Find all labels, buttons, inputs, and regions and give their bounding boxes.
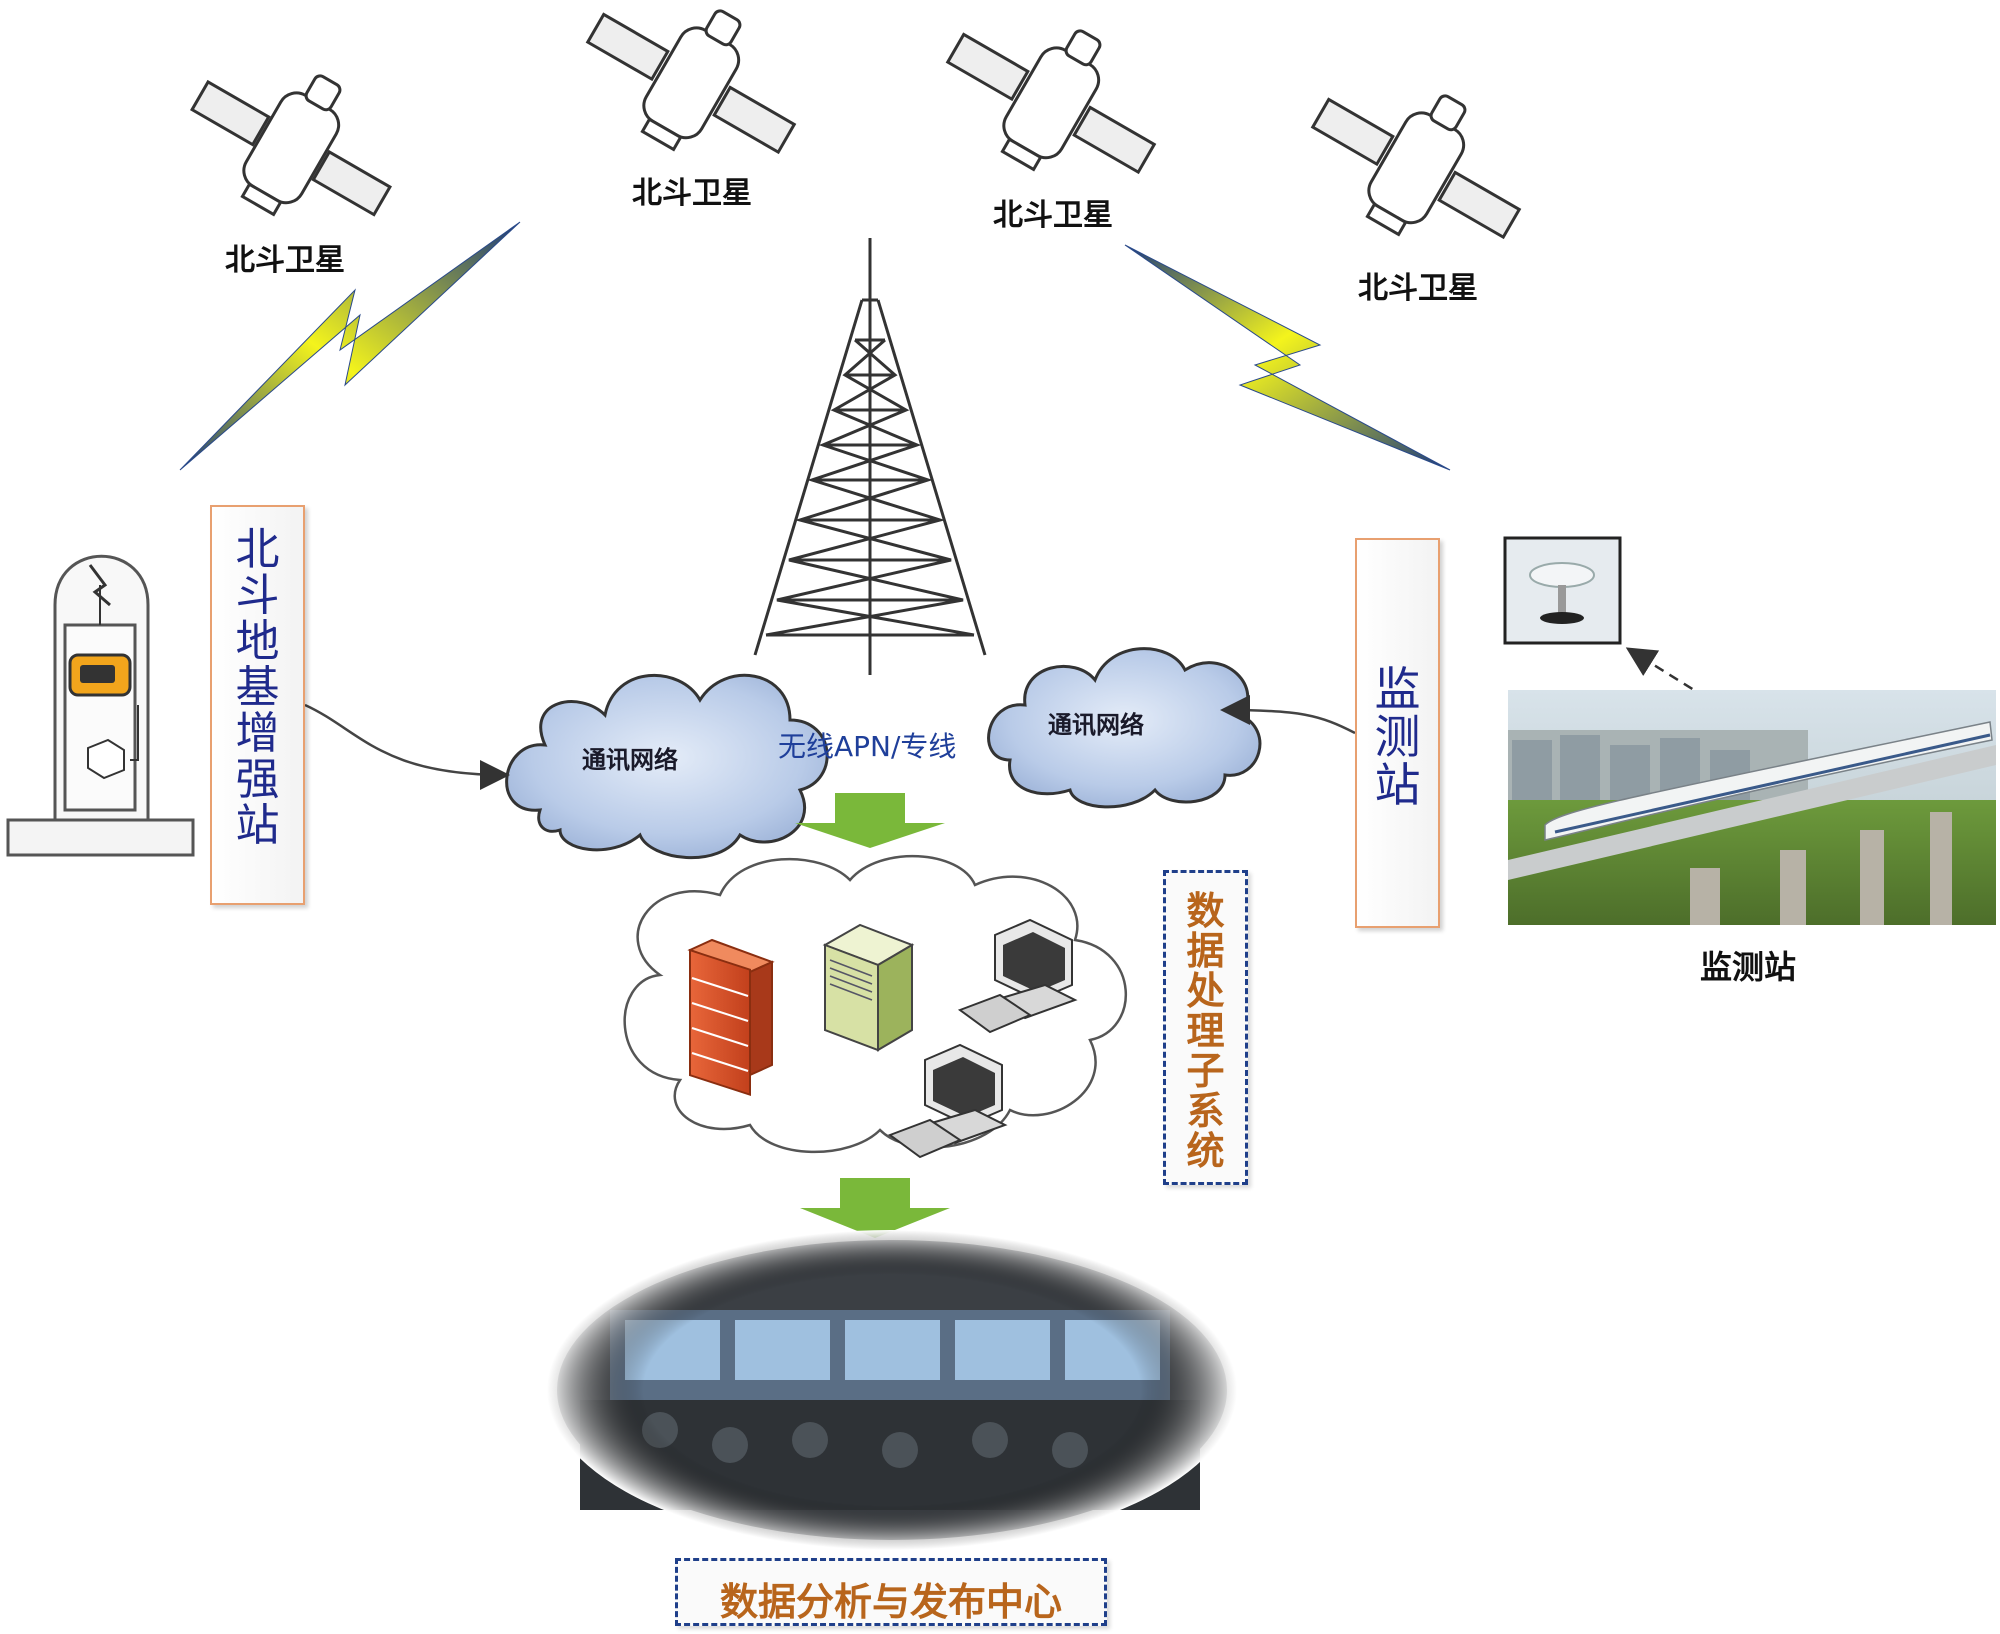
satellite-label: 北斗卫星 (225, 235, 345, 279)
satellite-label: 北斗卫星 (632, 168, 752, 212)
ground-station-icon (8, 556, 193, 855)
cloud-right-label: 通讯网络 (1048, 705, 1144, 740)
link-label: 无线APN/专线 (778, 725, 956, 765)
down-arrow-icon (800, 1178, 950, 1238)
link-arrow (305, 705, 505, 775)
control-center-photo (547, 1230, 1237, 1550)
down-arrow-icon (795, 793, 945, 848)
satellite-icon (923, 0, 1186, 215)
monitor-station-label-box: 监测站 (1355, 538, 1440, 928)
tower-icon (755, 238, 985, 675)
server-icon (825, 925, 912, 1050)
monitor-station-photo-label: 监测站 (1700, 942, 1796, 988)
satellite-icon (1288, 46, 1551, 281)
satellite-label: 北斗卫星 (1358, 263, 1478, 307)
ground-station-label-box: 北斗地基增强站 (210, 505, 305, 905)
monitor-station-label: 监测站 (1357, 665, 1438, 809)
firewall-icon (690, 940, 772, 1095)
satellite-label: 北斗卫星 (993, 190, 1113, 234)
processing-label-box: 数据处理子系统 (1163, 870, 1248, 1185)
center-label: 数据分析与发布中心 (678, 1571, 1104, 1626)
center-label-box: 数据分析与发布中心 (675, 1558, 1107, 1626)
satellite-icon (167, 28, 421, 258)
gnss-antenna-photo (1505, 538, 1620, 643)
satellite-icon (563, 0, 826, 195)
processing-label: 数据处理子系统 (1166, 891, 1245, 1171)
ground-station-label: 北斗地基增强站 (212, 527, 303, 849)
cloud-left-label: 通讯网络 (582, 740, 678, 775)
railway-photo (1508, 690, 1996, 925)
